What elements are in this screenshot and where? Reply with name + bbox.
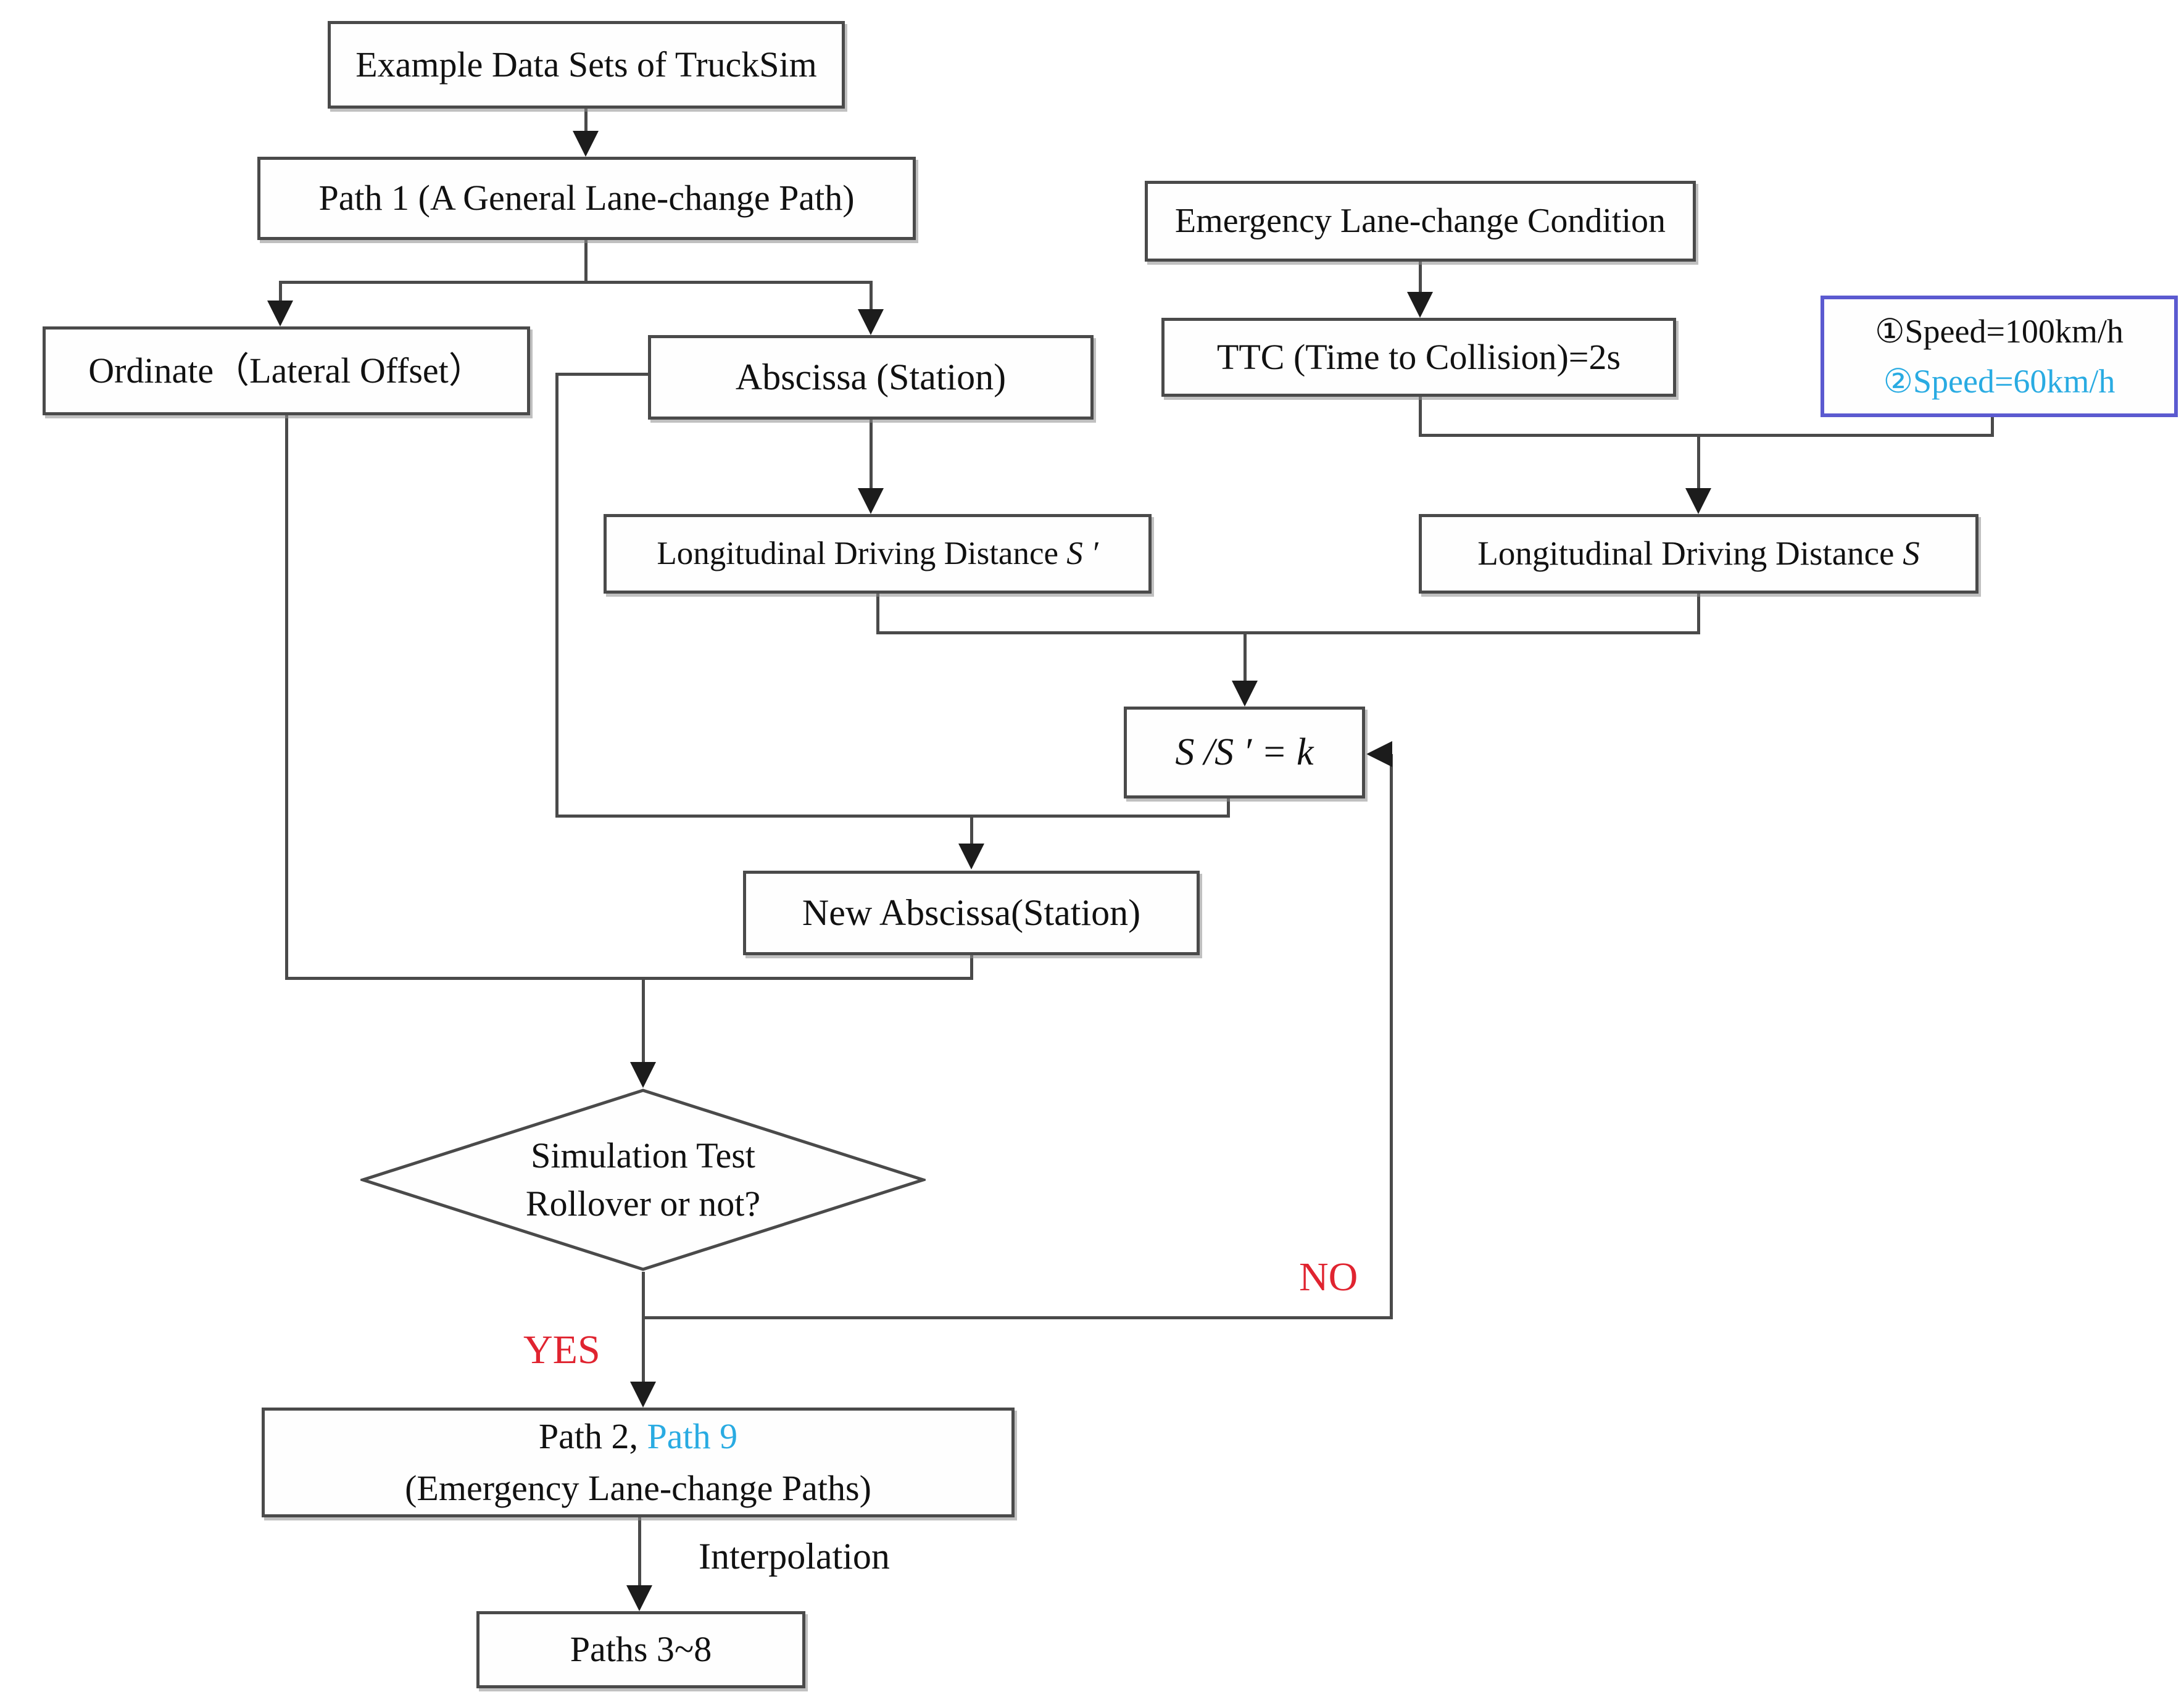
path9-text: Path 9	[647, 1416, 738, 1456]
decision-line1: Simulation Test	[531, 1135, 755, 1176]
connector-line	[555, 373, 558, 818]
node-label: Paths 3~8	[570, 1629, 712, 1670]
node-paths-3-8: Paths 3~8	[476, 1611, 805, 1688]
connector-line	[1697, 434, 1700, 489]
arrowhead-down-icon	[626, 1585, 652, 1611]
node-longitudinal-distance-s-prime: Longitudinal Driving Distance S ′	[604, 514, 1152, 594]
node-speed-conditions: ①Speed=100km/h ②Speed=60km/h	[1821, 296, 2178, 417]
connector-line	[876, 594, 879, 634]
node-ttc: TTC (Time to Collision)=2s	[1161, 318, 1676, 397]
node-ratio-formula: S /S ′ = k	[1124, 707, 1365, 798]
connector-line	[970, 955, 973, 980]
speed-condition-1: ①Speed=100km/h	[1875, 312, 2124, 350]
node-abscissa: Abscissa (Station)	[648, 335, 1094, 420]
connector-line	[279, 281, 282, 303]
node-example-data-sets: Example Data Sets of TruckSim	[328, 21, 845, 109]
math-symbol: S ′	[1066, 535, 1098, 571]
connector-line	[285, 977, 973, 980]
arrowhead-down-icon	[630, 1382, 656, 1408]
node-label: Abscissa (Station)	[735, 357, 1007, 397]
connector-line	[1244, 631, 1247, 682]
decision-line2: Rollover or not?	[525, 1184, 761, 1224]
arrowhead-down-icon	[267, 301, 293, 326]
node-path1: Path 1 (A General Lane-change Path)	[257, 157, 916, 240]
diamond-shape	[360, 1089, 926, 1271]
node-path2-path9: Path 2, Path 9 (Emergency Lane-change Pa…	[262, 1408, 1015, 1517]
node-label: Path 1 (A General Lane-change Path)	[318, 178, 855, 218]
arrowhead-down-icon	[1232, 681, 1258, 707]
arrowhead-down-icon	[858, 488, 884, 514]
arrowhead-down-icon	[630, 1062, 656, 1088]
node-label: Longitudinal Driving Distance S ′	[657, 532, 1098, 576]
arrowhead-down-icon	[858, 309, 884, 335]
node-label-line2: (Emergency Lane-change Paths)	[405, 1468, 871, 1508]
node-decision-rollover: Simulation Test Rollover or not?	[360, 1088, 926, 1272]
arrowhead-down-icon	[573, 131, 599, 157]
formula: S /S ′ = k	[1175, 731, 1314, 773]
path2-text: Path 2,	[538, 1416, 647, 1456]
edge-label-no: NO	[1299, 1254, 1358, 1300]
connector-line	[1419, 397, 1422, 437]
connector-line	[285, 415, 288, 980]
arrowhead-left-icon	[1366, 741, 1392, 767]
connector-line	[584, 109, 588, 135]
node-ordinate: Ordinate（Lateral Offset）	[43, 326, 530, 415]
edge-label-yes: YES	[523, 1327, 600, 1372]
connector-line	[870, 420, 873, 491]
connector-line	[279, 281, 873, 284]
connector-line	[876, 631, 1700, 634]
connector-line	[1419, 434, 1994, 437]
edge-label-interpolation: Interpolation	[699, 1536, 890, 1577]
node-new-abscissa: New Abscissa(Station)	[743, 871, 1200, 955]
math-symbol: S	[1903, 534, 1920, 573]
connector-line	[584, 240, 588, 283]
connector-line	[638, 1517, 641, 1588]
connector-line	[557, 373, 648, 376]
arrowhead-down-icon	[1407, 292, 1433, 318]
node-label-line1: Path 2, Path 9	[539, 1411, 737, 1462]
node-emergency-condition: Emergency Lane-change Condition	[1145, 181, 1696, 262]
label-text: Longitudinal Driving Distance	[1477, 534, 1903, 573]
connector-line	[1227, 798, 1230, 818]
connector-line	[642, 1272, 645, 1383]
label-text: Longitudinal Driving Distance	[657, 535, 1067, 571]
speed-condition-2: ②Speed=60km/h	[1883, 362, 2115, 400]
connector-line	[970, 815, 973, 845]
node-label: Emergency Lane-change Condition	[1174, 201, 1666, 240]
connector-line	[642, 1316, 1393, 1319]
connector-line	[555, 815, 1230, 818]
node-longitudinal-distance-s: Longitudinal Driving Distance S	[1419, 514, 1978, 594]
node-label: Longitudinal Driving Distance S	[1477, 531, 1919, 576]
connector-line	[870, 281, 873, 312]
arrowhead-down-icon	[1685, 488, 1711, 514]
node-label: TTC (Time to Collision)=2s	[1216, 336, 1621, 377]
connector-line	[1697, 594, 1700, 634]
connector-line	[1419, 262, 1422, 294]
node-label: New Abscissa(Station)	[802, 892, 1141, 933]
connector-line	[1991, 417, 1994, 437]
connector-line	[642, 977, 645, 1064]
connector-line	[1390, 754, 1393, 1319]
node-label: Example Data Sets of TruckSim	[355, 44, 817, 85]
node-label: Ordinate（Lateral Offset）	[88, 350, 484, 391]
arrowhead-down-icon	[958, 844, 984, 869]
decision-text: Simulation Test Rollover or not?	[360, 1088, 926, 1272]
